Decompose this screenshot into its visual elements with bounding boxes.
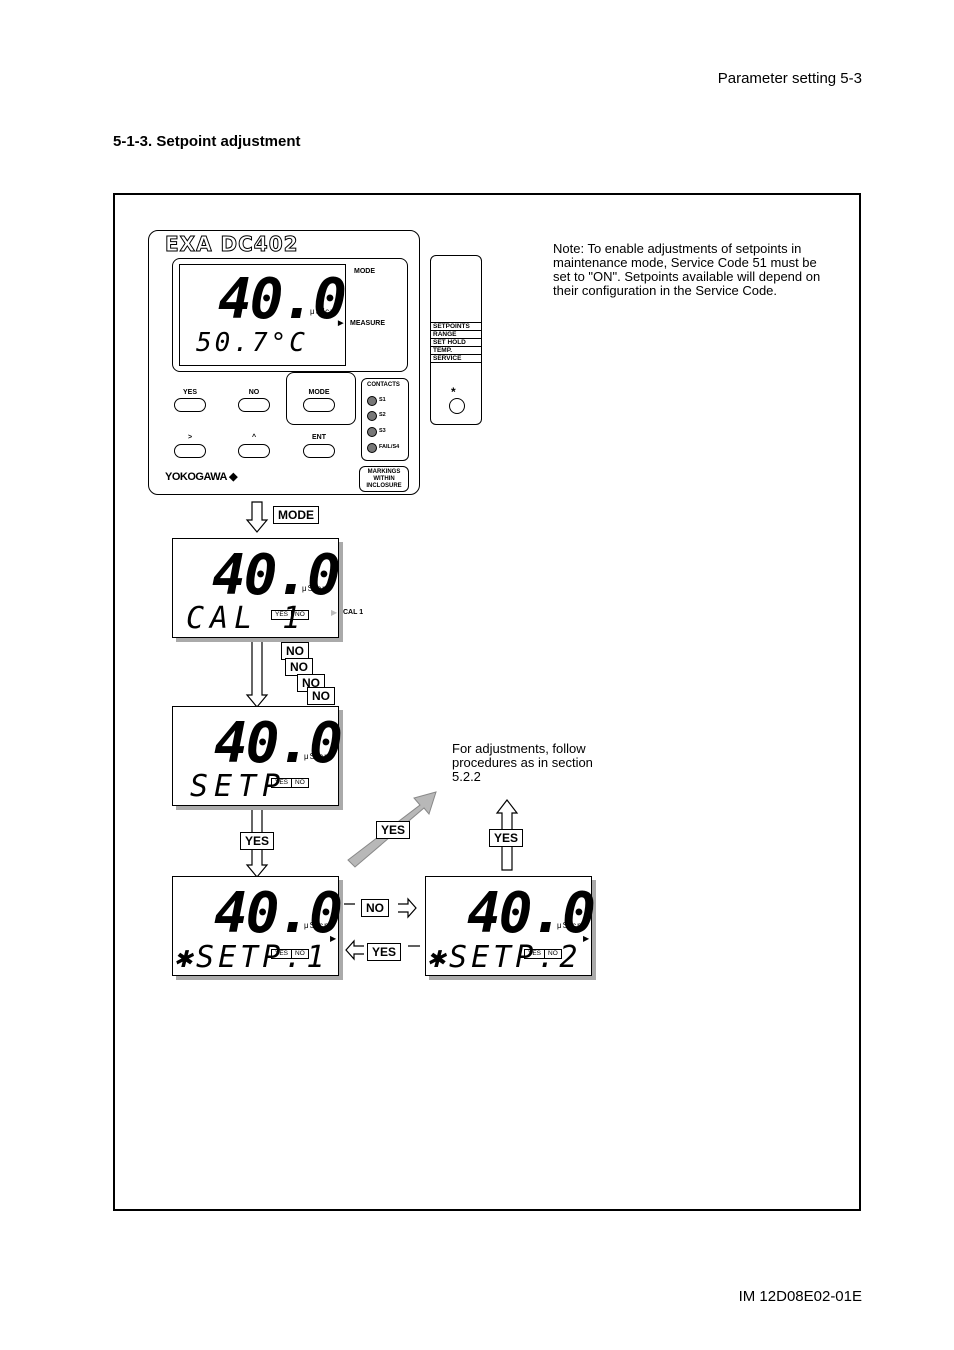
page-header: Parameter setting 5-3 <box>717 70 862 87</box>
cal1-label: CAL 1 <box>343 609 364 616</box>
key-mode-label: MODE <box>308 389 330 396</box>
down-arrow-mode <box>245 501 269 533</box>
key-up-label: ^ <box>251 434 257 441</box>
panel-measure-label: MEASURE <box>350 320 386 327</box>
contact-label-s1: S1 <box>379 397 386 403</box>
screen-cal1-yes: YES <box>271 610 293 620</box>
no-button-label-4: NO <box>307 687 335 705</box>
markings-label: MARKINGS WITHIN INCLOSURE <box>359 466 409 492</box>
yes-button-label-4: YES <box>367 943 402 961</box>
screen-setp-no: NO <box>291 778 309 788</box>
yes-button-label-2: YES <box>376 821 411 839</box>
contact-led-s2 <box>367 411 377 421</box>
mode-key-surround <box>286 372 356 425</box>
screen-setp2 <box>425 876 592 976</box>
contacts-title: CONTACTS <box>367 382 400 388</box>
side-item-temp: TEMP. <box>431 346 481 354</box>
no-button-label-5: NO <box>361 899 389 917</box>
side-item-range: RANGE <box>431 330 481 338</box>
screen-setp2-value: 40.0 <box>467 881 596 946</box>
right-arrow-no <box>344 897 417 919</box>
yokogawa-diamond-icon: ◆ <box>229 471 238 483</box>
cal1-arrow-icon: ▶ <box>331 608 338 617</box>
contact-led-s4 <box>367 443 377 453</box>
screen-setp2-yes: YES <box>524 949 546 959</box>
increment-key[interactable] <box>238 444 270 458</box>
left-arrow-yes <box>345 939 420 961</box>
yes-button-label-1: YES <box>240 832 275 850</box>
yes-key[interactable] <box>174 398 206 412</box>
lcd-holder <box>172 258 408 372</box>
screen-setp1 <box>172 876 339 976</box>
screen-setp-unit: μS/cm <box>304 752 332 761</box>
screen-cal1 <box>172 538 339 638</box>
screen-setp1-value: 40.0 <box>214 881 343 946</box>
section-title: 5-1-3. Setpoint adjustment <box>113 133 301 150</box>
key-no-label: NO <box>248 389 260 396</box>
screen-cal1-value: 40.0 <box>212 543 341 608</box>
key-yes-label: YES <box>182 389 197 396</box>
mode-key[interactable] <box>303 398 335 412</box>
side-card <box>430 255 482 425</box>
instrument-panel <box>148 230 420 495</box>
side-button[interactable] <box>449 398 465 414</box>
panel-reading: 40.0 <box>218 267 347 332</box>
no-key[interactable] <box>238 398 270 412</box>
setp2-arrow-icon: ▶ <box>583 934 590 943</box>
setp1-arrow-icon: ▶ <box>330 934 337 943</box>
screen-setp-text: SETP <box>190 769 287 804</box>
screen-setp <box>172 706 339 806</box>
screen-setp-value: 40.0 <box>214 711 343 776</box>
panel-mode-label: MODE <box>354 268 375 275</box>
contact-led-s1 <box>367 396 377 406</box>
screen-cal1-text: CAL 1 <box>186 601 307 636</box>
screen-setp2-unit: μS/cm <box>557 921 585 930</box>
adjustment-note: For adjustments, follow procedures as in… <box>452 741 593 784</box>
screen-setp-yes: YES <box>271 778 293 788</box>
screen-setp1-text: ✱SETP.1 <box>174 940 329 975</box>
key-right-label: > <box>187 434 193 441</box>
figure-frame <box>113 193 861 1211</box>
shift-key[interactable] <box>174 444 206 458</box>
screen-cal1-no: NO <box>291 610 309 620</box>
panel-unit: μS/cm <box>310 307 338 316</box>
contact-led-s3 <box>367 427 377 437</box>
screen-setp2-no: NO <box>544 949 562 959</box>
side-item-service: SERVICE <box>431 354 481 363</box>
note-text: Note: To enable adjustments of setpoints… <box>553 241 821 298</box>
mode-button-label: MODE <box>273 506 319 524</box>
screen-setp1-yes: YES <box>271 949 293 959</box>
contact-label-s3: S3 <box>379 428 386 434</box>
panel-lcd <box>179 264 346 366</box>
exa-logo: EXA DC402 <box>165 232 299 257</box>
yes-button-label-3: YES <box>489 829 524 847</box>
page-footer: IM 12D08E02-01E <box>738 1288 862 1305</box>
measure-arrow-icon: ▶ <box>338 320 344 327</box>
screen-setp1-unit: μS/cm <box>304 921 332 930</box>
contact-label-s4: FAIL/S4 <box>379 444 400 450</box>
enter-key[interactable] <box>303 444 335 458</box>
screen-setp2-text: ✱SETP.2 <box>427 940 582 975</box>
panel-temp: 50.7°C <box>196 328 308 358</box>
contact-label-s2: S2 <box>379 412 386 418</box>
contacts-panel <box>361 378 409 461</box>
side-item-setpoints: SETPOINTS <box>431 322 481 330</box>
side-card-list: SETPOINTS RANGE SET HOLD TEMP. SERVICE <box>431 322 481 363</box>
side-star: * <box>451 385 456 399</box>
key-ent-label: ENT <box>312 434 326 441</box>
screen-setp1-no: NO <box>291 949 309 959</box>
down-arrow-no <box>245 639 269 708</box>
side-item-set-hold: SET HOLD <box>431 338 481 346</box>
yokogawa-brand: YOKOGAWA ◆ <box>165 471 238 483</box>
screen-cal1-unit: μS/cm <box>302 584 330 593</box>
